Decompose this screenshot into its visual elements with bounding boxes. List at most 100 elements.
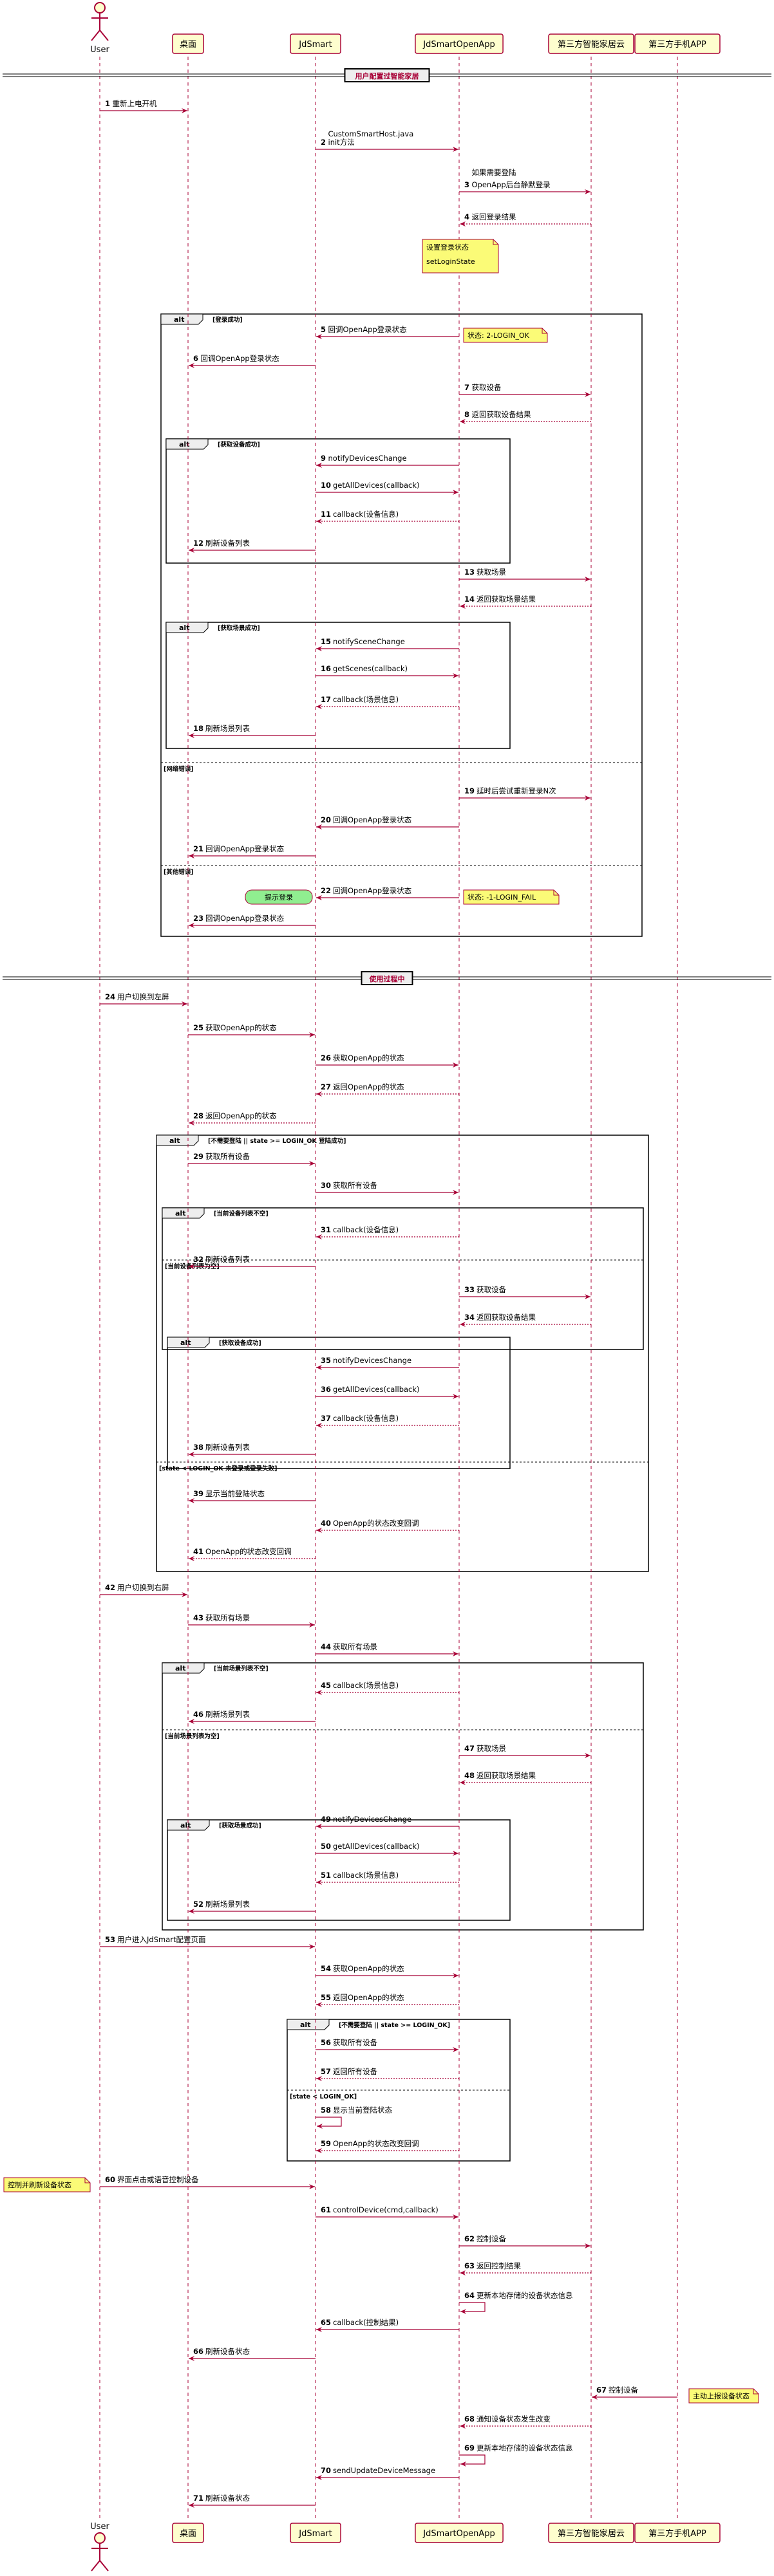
fragment-box: [160, 313, 643, 937]
participant-label: JdSmartOpenApp: [422, 2529, 495, 2539]
participant-phone-bottom: 第三方手机APP: [634, 2523, 721, 2543]
fragment-box: [165, 438, 511, 564]
message-number: 58: [321, 2106, 331, 2115]
message-number: 49: [321, 1815, 331, 1824]
message-number: 57: [321, 2067, 331, 2076]
message-number: 44: [321, 1642, 331, 1651]
actor-leg: [99, 2560, 109, 2571]
message-label: 刷新设备列表: [205, 1255, 250, 1264]
message-number: 66: [193, 2347, 203, 2356]
message-number: 42: [105, 1583, 115, 1592]
message-label: 获取OpenApp的状态: [333, 1964, 404, 1973]
message-label: 界面点击或语音控制设备: [117, 2175, 199, 2184]
participant-label: 第三方智能家居云: [558, 39, 625, 50]
note-fold: [553, 890, 559, 896]
message-label: 显示当前登陆状态: [205, 1489, 265, 1498]
participant-cloud-bottom: 第三方智能家居云: [548, 2523, 634, 2543]
fragment-f3: alt[获取场景成功]: [165, 622, 511, 749]
fragment-condition: [获取设备成功]: [218, 441, 260, 449]
fragment-keyword: alt: [180, 1821, 191, 1830]
else-label: [其他错误]: [164, 868, 194, 876]
message-label: 回调OpenApp登录状态: [205, 914, 285, 923]
note-n4: 状态: -1-LOGIN_FAIL: [463, 889, 560, 905]
message-number: 39: [193, 1489, 203, 1498]
message-number: 29: [193, 1152, 203, 1161]
message-number: 40: [321, 1519, 331, 1528]
message-label: 回调OpenApp登录状态: [333, 886, 412, 895]
message-number: 67: [596, 2386, 607, 2395]
message-number: 5: [321, 325, 326, 334]
fragment-keyword: alt: [175, 1209, 185, 1218]
message-label: getAllDevices(callback): [333, 1385, 420, 1394]
note-fold: [493, 239, 498, 245]
participant-label: 第三方智能家居云: [558, 2528, 625, 2539]
message-label: 更新本地存储的设备状态信息: [477, 2443, 573, 2452]
actor-leg: [99, 30, 109, 41]
message-number: 68: [464, 2414, 475, 2423]
actor-head-icon: [94, 2532, 106, 2544]
message-number: 62: [464, 2234, 475, 2243]
note-fold: [542, 328, 547, 334]
note-text: 主动上报设备状态: [693, 2391, 750, 2400]
else-label: [state < LOGIN_OK]: [290, 2093, 357, 2100]
fragment-keyword: alt: [179, 440, 189, 449]
message-label: notifyDevicesChange: [328, 454, 407, 463]
message-label: notifyDevicesChange: [333, 1356, 411, 1365]
self-message-arrow: [316, 2117, 342, 2129]
participant-box: [290, 33, 341, 54]
message-number: 64: [464, 2291, 475, 2300]
note-box: [688, 2388, 759, 2404]
message-label: 获取所有场景: [333, 1642, 377, 1651]
note-n3: 提示登录: [245, 889, 313, 905]
divider-d2: 使用过程中: [3, 971, 771, 985]
message-number: 34: [464, 1313, 475, 1322]
message-number: 59: [321, 2139, 331, 2148]
note-box: [463, 889, 560, 905]
fragment-keyword: alt: [300, 2021, 310, 2029]
participant-label: 第三方手机APP: [648, 39, 706, 50]
actor-head-icon: [94, 2, 106, 14]
message-number: 30: [321, 1181, 331, 1190]
participant-box: [548, 33, 634, 54]
message-number: 35: [321, 1356, 331, 1365]
fragment-condition: [当前设备列表不空]: [214, 1210, 269, 1218]
message-number: 46: [193, 1710, 203, 1719]
message-label: 获取所有设备: [205, 1152, 250, 1161]
actor-leg: [91, 2560, 100, 2571]
message-label: sendUpdateDeviceMessage: [333, 2466, 435, 2475]
fragment-box: [167, 1819, 511, 1921]
fragment-f7: alt[当前场景列表不空][当前场景列表为空]: [162, 1662, 644, 1931]
message-number: 71: [193, 2494, 203, 2503]
message-label: 返回登录结果: [472, 212, 516, 221]
note-n5: 控制并刷新设备状态: [3, 2177, 91, 2192]
message-number: 61: [321, 2205, 331, 2214]
message-label: 重新上电开机: [113, 99, 157, 108]
note-text: 提示登录: [265, 893, 293, 902]
